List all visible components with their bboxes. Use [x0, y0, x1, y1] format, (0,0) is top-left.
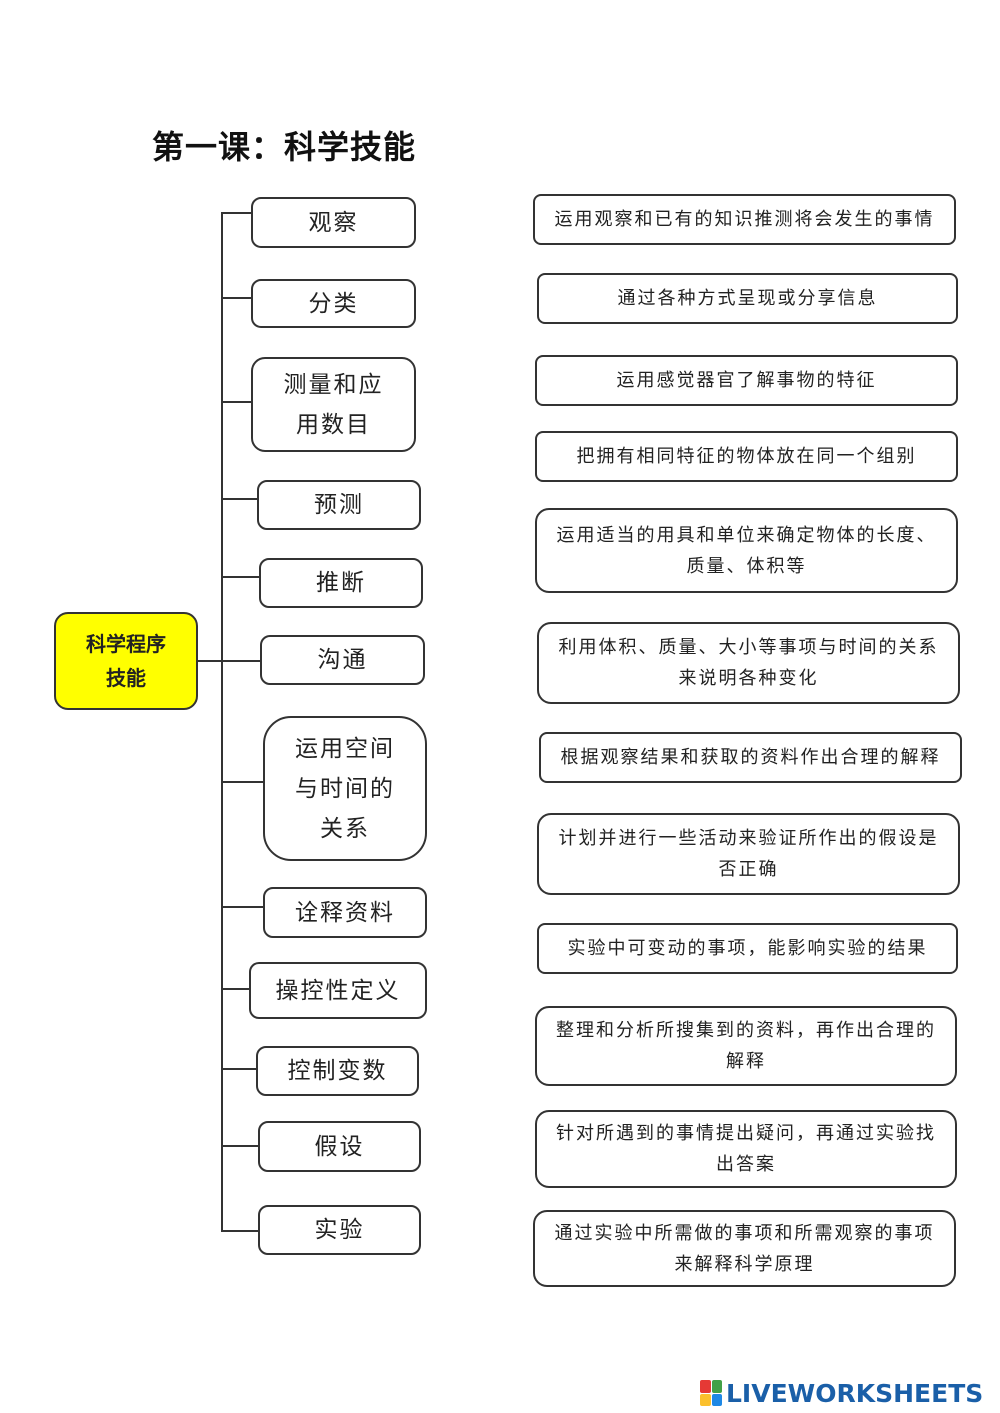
description-box[interactable]: 把拥有相同特征的物体放在同一个组别 — [535, 431, 958, 482]
skill-label: 推断 — [316, 570, 366, 596]
branch-connector — [221, 498, 257, 500]
skill-label: 实验 — [314, 1217, 365, 1243]
skill-label: 测量和应 — [283, 371, 384, 398]
branch-connector — [221, 1068, 256, 1070]
description-box[interactable]: 针对所遇到的事情提出疑问，再通过实验找 出答案 — [535, 1110, 957, 1188]
description-text: 通过实验中所需做的事项和所需观察的事项 — [554, 1222, 935, 1244]
description-text: 计划并进行一些活动来验证所作出的假设是 — [558, 828, 939, 849]
skill-label: 沟通 — [317, 647, 368, 673]
description-text: 出答案 — [716, 1154, 776, 1175]
branch-connector — [221, 988, 249, 990]
description-text: 通过各种方式呈现或分享信息 — [617, 288, 878, 309]
branch-connector — [221, 1145, 258, 1147]
description-box[interactable]: 运用感觉器官了解事物的特征 — [535, 355, 958, 406]
branch-connector — [221, 906, 263, 908]
root-label-line1: 科学程序 — [86, 632, 166, 656]
description-text: 来解释科学原理 — [674, 1253, 815, 1275]
description-text: 利用体积、质量、大小等事项与时间的关系 — [558, 637, 939, 658]
liveworksheets-logo-icon — [700, 1380, 722, 1406]
branch-connector — [221, 576, 259, 578]
description-text: 实验中可变动的事项，能影响实验的结果 — [567, 938, 928, 959]
skill-label: 运用空间 — [295, 735, 395, 762]
description-box[interactable]: 利用体积、质量、大小等事项与时间的关系 来说明各种变化 — [537, 622, 960, 704]
skill-box[interactable]: 假设 — [258, 1121, 421, 1172]
branch-connector — [221, 297, 251, 299]
skill-box[interactable]: 运用空间 与时间的 关系 — [263, 716, 427, 861]
skill-label: 与时间的 — [295, 775, 395, 802]
description-text: 否正确 — [718, 859, 779, 880]
description-box[interactable]: 通过实验中所需做的事项和所需观察的事项 来解释科学原理 — [533, 1210, 956, 1287]
description-text: 质量、体积等 — [686, 555, 807, 577]
skill-label: 关系 — [320, 815, 370, 842]
skill-box[interactable]: 诠释资料 — [263, 887, 427, 938]
root-connector — [198, 660, 260, 662]
skill-box[interactable]: 沟通 — [260, 635, 425, 685]
branch-connector — [221, 1230, 258, 1232]
skill-label: 用数目 — [296, 411, 371, 438]
branch-connector — [221, 781, 263, 783]
skill-label: 观察 — [308, 209, 359, 236]
skill-label: 分类 — [308, 290, 359, 317]
branch-connector — [221, 401, 251, 403]
branch-connector — [221, 212, 251, 214]
skill-label: 预测 — [314, 492, 364, 518]
description-box[interactable]: 计划并进行一些活动来验证所作出的假设是 否正确 — [537, 813, 960, 895]
skill-box[interactable]: 实验 — [258, 1205, 421, 1255]
description-box[interactable]: 通过各种方式呈现或分享信息 — [537, 273, 958, 324]
description-text: 运用观察和已有的知识推测将会发生的事情 — [554, 209, 935, 230]
skill-box[interactable]: 预测 — [257, 480, 421, 530]
description-text: 运用感觉器官了解事物的特征 — [616, 370, 877, 391]
skill-box[interactable]: 操控性定义 — [249, 962, 427, 1019]
description-text: 解释 — [726, 1051, 766, 1072]
skill-box[interactable]: 控制变数 — [256, 1046, 419, 1096]
description-text: 整理和分析所搜集到的资料，再作出合理的 — [556, 1020, 936, 1041]
page-title: 第一课：科学技能 — [152, 128, 417, 166]
root-label-line2: 技能 — [106, 666, 146, 690]
liveworksheets-logo-text: LIVEWORKSHEETS — [726, 1378, 984, 1408]
liveworksheets-logo: LIVEWORKSHEETS — [700, 1378, 983, 1408]
description-text: 根据观察结果和获取的资料作出合理的解释 — [560, 747, 941, 768]
skill-box[interactable]: 测量和应 用数目 — [251, 357, 416, 452]
description-box[interactable]: 实验中可变动的事项，能影响实验的结果 — [537, 923, 958, 974]
description-box[interactable]: 根据观察结果和获取的资料作出合理的解释 — [539, 732, 962, 783]
description-text: 针对所遇到的事情提出疑问，再通过实验找 — [556, 1123, 936, 1144]
description-box[interactable]: 整理和分析所搜集到的资料，再作出合理的 解释 — [535, 1006, 957, 1086]
skill-box[interactable]: 推断 — [259, 558, 423, 608]
root-node: 科学程序 技能 — [54, 612, 198, 710]
description-text: 把拥有相同特征的物体放在同一个组别 — [576, 446, 917, 467]
description-box[interactable]: 运用观察和已有的知识推测将会发生的事情 — [533, 194, 956, 245]
description-text: 来说明各种变化 — [678, 668, 819, 689]
skill-box[interactable]: 观察 — [251, 197, 416, 248]
skill-label: 操控性定义 — [275, 977, 401, 1004]
skill-label: 假设 — [314, 1133, 365, 1160]
skill-label: 诠释资料 — [295, 899, 395, 926]
description-box[interactable]: 运用适当的用具和单位来确定物体的长度、 质量、体积等 — [535, 508, 958, 593]
vertical-connector — [221, 212, 223, 1232]
description-text: 运用适当的用具和单位来确定物体的长度、 — [556, 524, 937, 546]
skill-label: 控制变数 — [287, 1058, 388, 1084]
skill-box[interactable]: 分类 — [251, 279, 416, 328]
